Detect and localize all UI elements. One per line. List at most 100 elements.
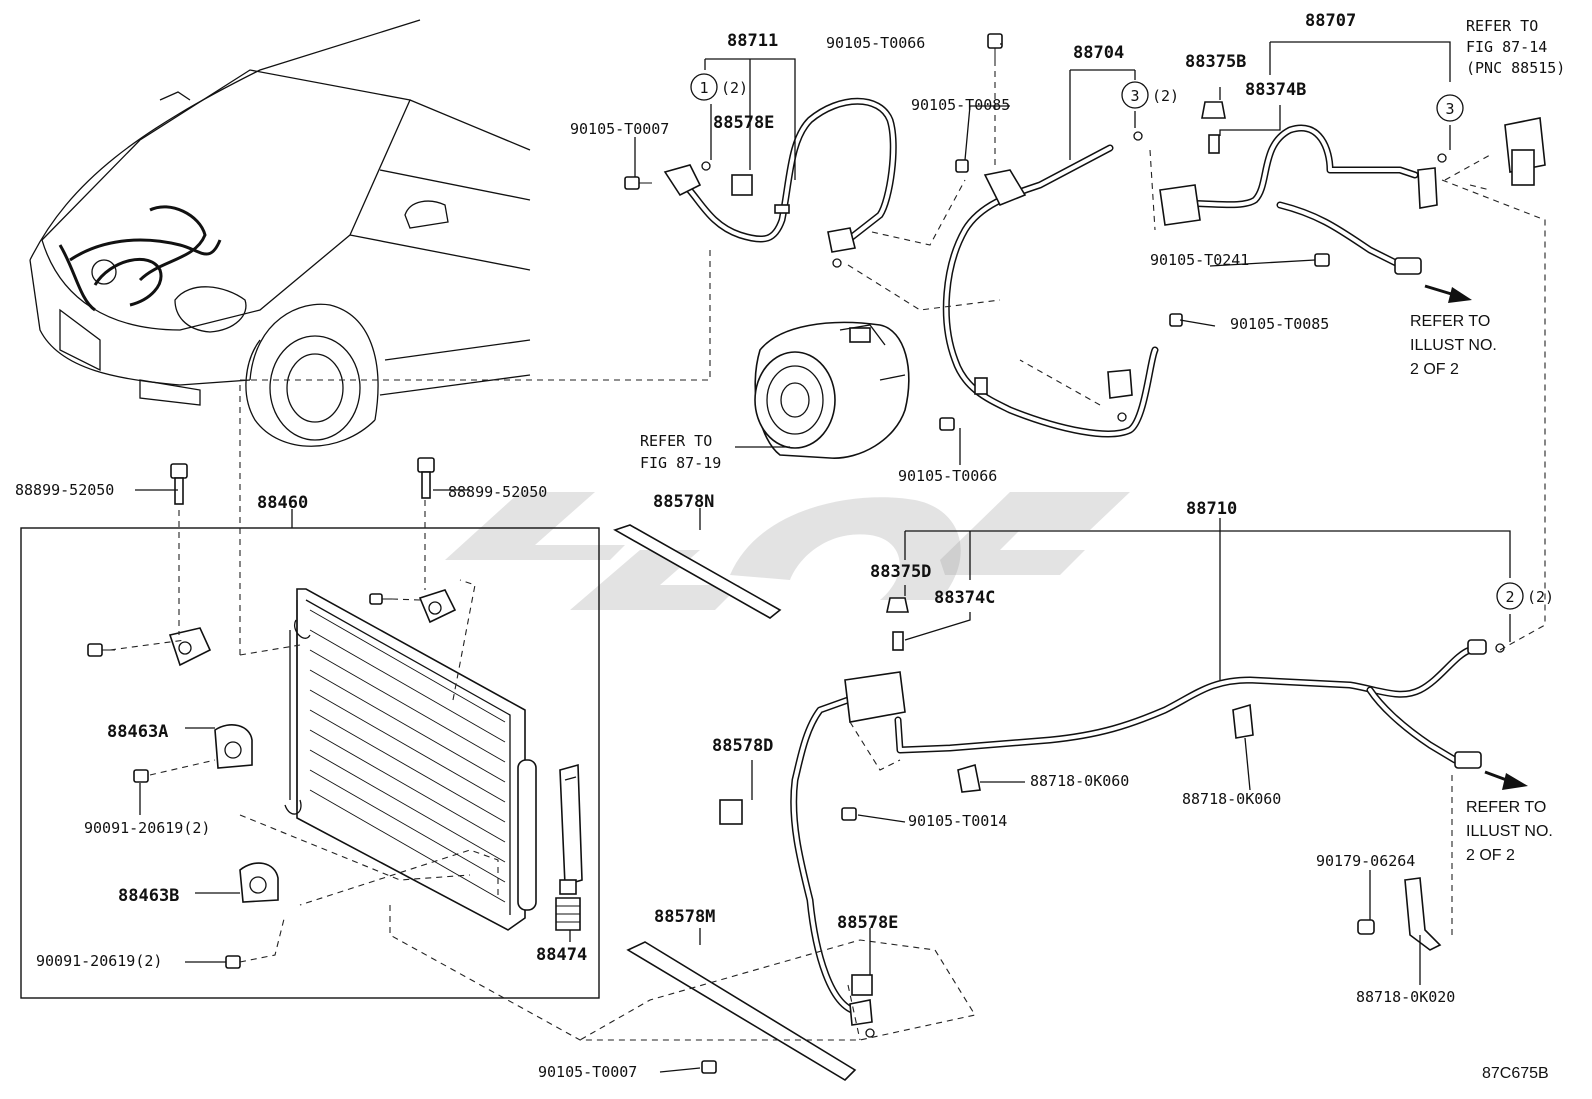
hose-88711 bbox=[663, 97, 897, 253]
pipe-88707 bbox=[1159, 124, 1438, 275]
valve-cap-88375D bbox=[886, 597, 909, 613]
label-88578M: 88578M bbox=[654, 907, 715, 927]
part-88578D bbox=[719, 799, 743, 825]
refer-illust-bottom-line3: 2 OF 2 bbox=[1466, 847, 1515, 864]
tube-88710 bbox=[790, 639, 1487, 1026]
bracket-88718-0K020 bbox=[1404, 877, 1442, 951]
label-88718-0K060-a: 88718-0K060 bbox=[1030, 772, 1129, 790]
label-88899-right: 88899-52050 bbox=[448, 483, 547, 501]
o-rings bbox=[701, 131, 1505, 1038]
vehicle-illustration bbox=[29, 19, 531, 447]
part-88578E-bot bbox=[851, 974, 873, 996]
refer-illust-top-line3: 2 OF 2 bbox=[1410, 361, 1459, 378]
callout-3a-qty: (2) bbox=[1152, 87, 1179, 105]
label-90091-b: 90091-20619(2) bbox=[36, 952, 162, 970]
arrow-refer-top bbox=[1424, 284, 1472, 303]
receiver-filter bbox=[559, 763, 583, 887]
bracket-88578M bbox=[626, 941, 857, 1082]
filter-plug-88474 bbox=[555, 879, 581, 931]
valve-core-88374C bbox=[892, 631, 904, 651]
label-88578E-top: 88578E bbox=[713, 113, 774, 133]
refer-illust-top-line2: ILLUST NO. bbox=[1410, 337, 1497, 354]
label-88718-0K020: 88718-0K020 bbox=[1356, 988, 1455, 1006]
label-88578N: 88578N bbox=[653, 492, 714, 512]
callout-2: 2 (2) bbox=[1496, 582, 1554, 610]
valve-core-88374B bbox=[1208, 134, 1220, 154]
label-90105-T0066-mid: 90105-T0066 bbox=[898, 467, 997, 485]
bracket-upper-left bbox=[168, 627, 212, 667]
refer-fig-87-14-line2: FIG 87-14 bbox=[1466, 38, 1547, 56]
label-90179: 90179-06264 bbox=[1316, 852, 1415, 870]
callout-3a: 3 (2) bbox=[1121, 81, 1179, 109]
bolt-90091-b bbox=[225, 955, 241, 969]
expansion-valve bbox=[1504, 117, 1546, 186]
label-88710: 88710 bbox=[1186, 499, 1237, 519]
bolt-90105-T0085-a bbox=[955, 159, 969, 173]
label-88899-left: 88899-52050 bbox=[15, 481, 114, 499]
bracket-upper-right bbox=[418, 589, 457, 624]
label-88375B: 88375B bbox=[1185, 52, 1246, 72]
cushion-88463A bbox=[214, 724, 253, 769]
part-88578E-top bbox=[731, 174, 753, 196]
callout-3a-num: 3 bbox=[1130, 87, 1139, 105]
label-88463A: 88463A bbox=[107, 722, 168, 742]
refer-fig-87-19-line1: REFER TO bbox=[640, 432, 712, 450]
label-90105-T0085-b: 90105-T0085 bbox=[1230, 315, 1329, 333]
dashed-leaders bbox=[109, 60, 1546, 1041]
clamp-88718-b bbox=[1232, 703, 1254, 739]
label-90105-T0241: 90105-T0241 bbox=[1150, 251, 1249, 269]
refer-fig-87-14: REFER TO FIG 87-14 (PNC 88515) bbox=[1466, 17, 1565, 77]
watermark-logo bbox=[445, 492, 1130, 610]
bolt-90105-T0014 bbox=[841, 807, 857, 821]
callout-1-num: 1 bbox=[699, 79, 708, 97]
bolt-88899-left bbox=[170, 463, 188, 505]
refer-fig-87-14-line3: (PNC 88515) bbox=[1466, 59, 1565, 77]
refer-illust-bottom: REFER TO ILLUST NO. 2 OF 2 bbox=[1466, 799, 1553, 864]
callout-2-qty: (2) bbox=[1527, 588, 1554, 606]
bolt-90091-a bbox=[133, 769, 149, 783]
callout-1-qty: (2) bbox=[721, 79, 748, 97]
callout-3b-num: 3 bbox=[1445, 100, 1454, 118]
bracket-88578N bbox=[613, 524, 782, 619]
label-90105-T0085-a: 90105-T0085 bbox=[911, 96, 1010, 114]
bolt-88899-right bbox=[417, 457, 435, 499]
label-88578E-bot: 88578E bbox=[837, 913, 898, 933]
label-88578D: 88578D bbox=[712, 736, 773, 756]
label-88375D: 88375D bbox=[870, 562, 931, 582]
refer-fig-87-19-line2: FIG 87-19 bbox=[640, 454, 721, 472]
valve-cap-88375B bbox=[1201, 101, 1226, 119]
bolt-90105-T0066-mid bbox=[939, 417, 955, 431]
label-90105-T0066-top: 90105-T0066 bbox=[826, 34, 925, 52]
label-88374B: 88374B bbox=[1245, 80, 1306, 100]
hose-88704 bbox=[942, 144, 1159, 438]
arrow-refer-bottom bbox=[1484, 770, 1528, 790]
figure-reference-code: 87C675B bbox=[1482, 1065, 1549, 1082]
label-88704: 88704 bbox=[1073, 43, 1124, 63]
label-88463B: 88463B bbox=[118, 886, 179, 906]
refer-fig-87-19: REFER TO FIG 87-19 bbox=[640, 432, 721, 472]
label-90105-T0014: 90105-T0014 bbox=[908, 812, 1007, 830]
callout-3b: 3 bbox=[1436, 94, 1464, 122]
cushion-88463B bbox=[239, 862, 279, 903]
label-88460: 88460 bbox=[257, 493, 308, 513]
compressor bbox=[754, 321, 910, 459]
bolt-90105-T0007-top bbox=[624, 176, 652, 190]
label-88707: 88707 bbox=[1305, 11, 1356, 31]
bolt-small-left bbox=[87, 643, 115, 657]
nut-90179 bbox=[1357, 919, 1375, 935]
label-88711: 88711 bbox=[727, 31, 778, 51]
clamp-88718-a bbox=[957, 763, 981, 793]
refer-illust-bottom-line1: REFER TO bbox=[1466, 799, 1546, 816]
label-90091-a: 90091-20619(2) bbox=[84, 819, 210, 837]
label-88718-0K060-b: 88718-0K060 bbox=[1182, 790, 1281, 808]
part-labels: 88711 90105-T0066 88704 88707 88375B 883… bbox=[15, 11, 1455, 1081]
refer-illust-top-line1: REFER TO bbox=[1410, 313, 1490, 330]
label-90105-T0007-top: 90105-T0007 bbox=[570, 120, 669, 138]
bolt-90105-T0066-top bbox=[987, 33, 1003, 60]
condenser-group-frame bbox=[20, 527, 600, 999]
condenser bbox=[284, 588, 537, 931]
label-90105-T0007-bot: 90105-T0007 bbox=[538, 1063, 637, 1081]
refer-illust-top: REFER TO ILLUST NO. 2 OF 2 bbox=[1410, 313, 1497, 378]
leader-lines bbox=[135, 41, 1511, 1073]
